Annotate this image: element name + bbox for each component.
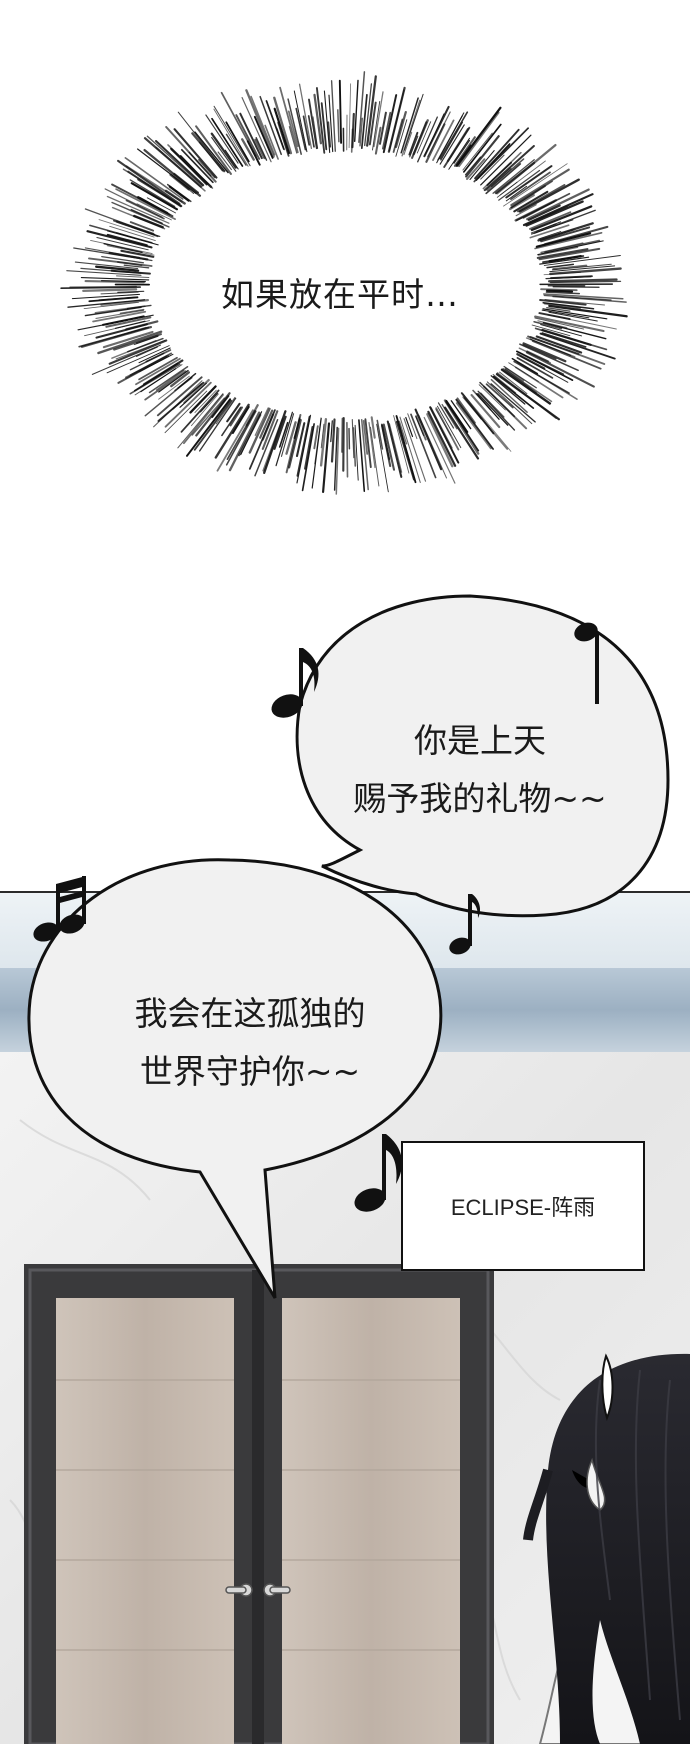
speech-line-1: 我会在这孤独的	[134, 994, 366, 1033]
eighth-note-icon	[354, 1134, 402, 1212]
quarter-note-icon	[574, 622, 599, 704]
eighth-note-icon	[271, 648, 319, 718]
thought-text: 如果放在平时…	[221, 275, 459, 314]
music-caption-box: ECLIPSE-阵雨	[401, 1141, 645, 1271]
eighth-note-icon	[449, 894, 480, 955]
music-caption: ECLIPSE-阵雨	[450, 1195, 596, 1220]
speed-burst	[60, 71, 628, 495]
beamed-notes-icon	[33, 876, 86, 942]
speech-line-2: 世界守护你~~	[139, 1052, 361, 1091]
speech-text-top: 你是上天 赐予我的礼物~~	[300, 712, 660, 828]
girl-figure	[523, 1353, 690, 1744]
speech-text-left: 我会在这孤独的 世界守护你~~	[60, 985, 440, 1101]
speech-line-2: 赐予我的礼物~~	[353, 779, 607, 818]
door-handles	[225, 1583, 291, 1597]
speech-line-1: 你是上天	[414, 721, 546, 760]
double-door	[24, 1264, 494, 1744]
